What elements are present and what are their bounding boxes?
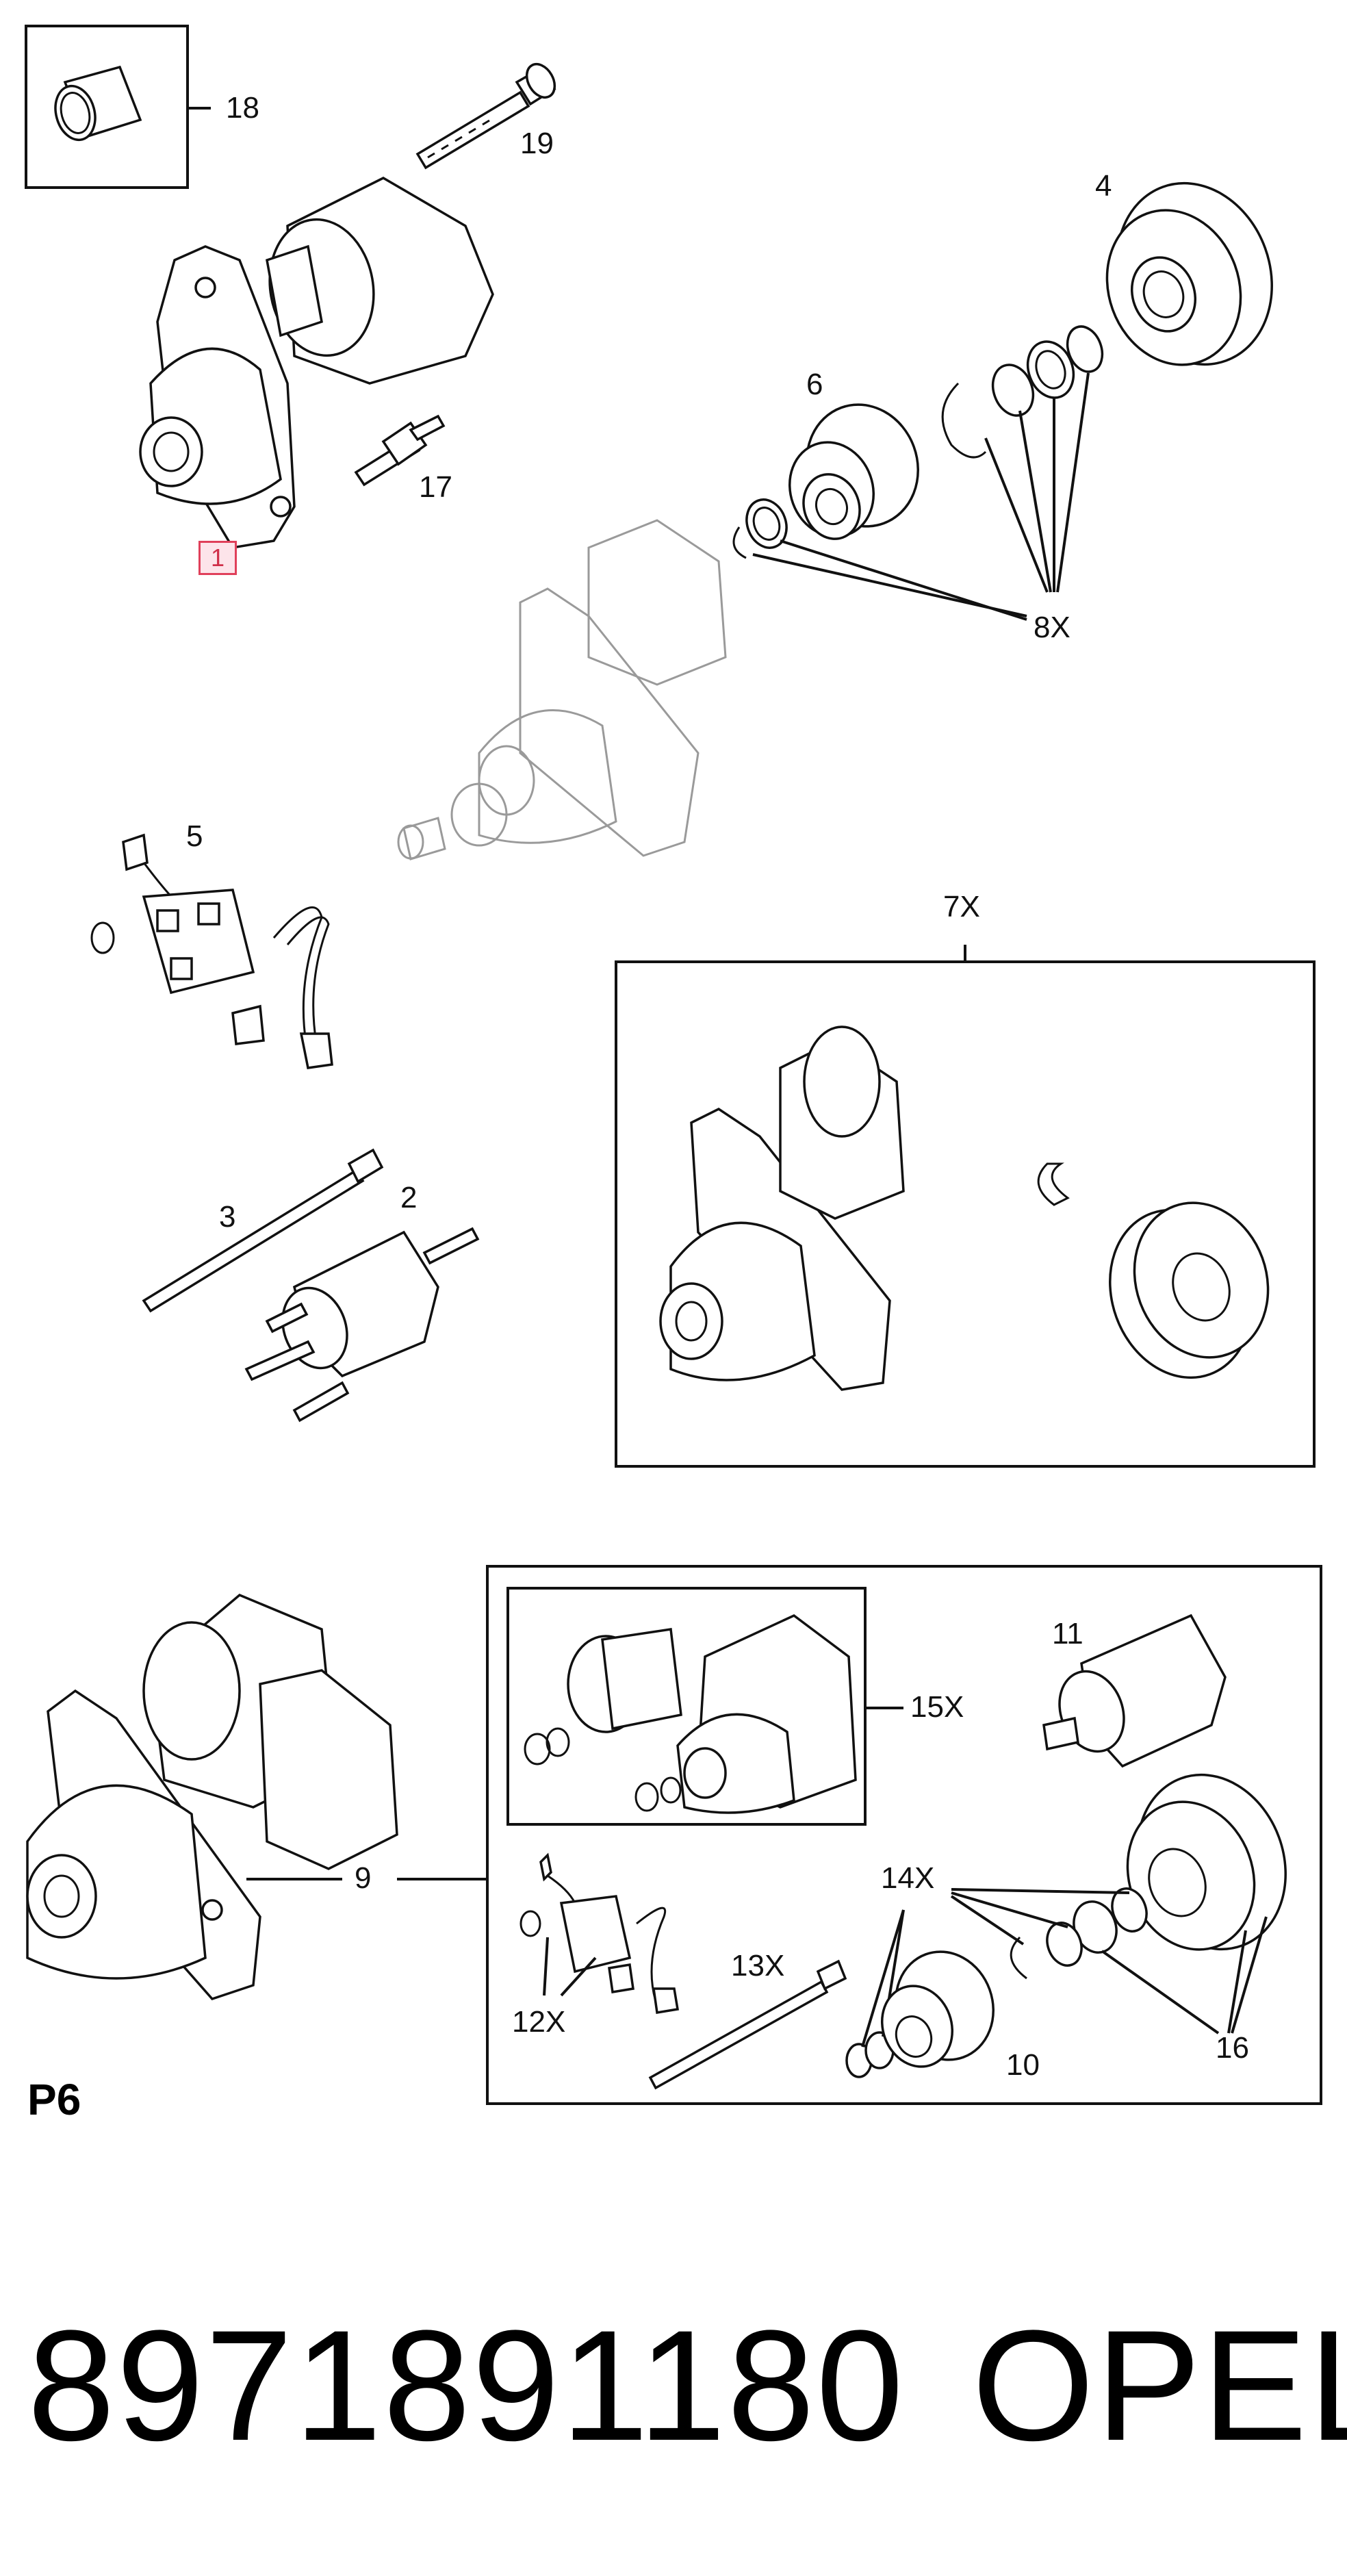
label-1-highlight[interactable]: 1 (198, 541, 237, 575)
label-2: 2 (400, 1181, 418, 1214)
part-13x-through-bolt[interactable] (648, 1959, 847, 2090)
label-16: 16 (1216, 2031, 1249, 2065)
label-10: 10 (1006, 2048, 1040, 2082)
label-12x: 12X (512, 2005, 566, 2039)
label-19: 19 (520, 127, 554, 160)
kit-9-box (486, 1565, 1322, 2105)
part-11-solenoid[interactable] (1042, 1614, 1227, 1768)
part-9-starter-assembly[interactable] (26, 1593, 398, 2001)
label-7x: 7X (943, 890, 980, 923)
part-number: 8971891180 (27, 2297, 906, 2473)
part-8x-rings[interactable] (732, 322, 1108, 621)
label-4: 4 (1095, 169, 1112, 203)
ghost-starter-assembly (397, 519, 727, 860)
label-17: 17 (419, 470, 452, 504)
label-6: 6 (806, 368, 823, 401)
part-6-pinion[interactable] (777, 389, 935, 548)
part-2-solenoid[interactable] (244, 1227, 480, 1423)
kit-15x-box[interactable] (506, 1587, 867, 1826)
label-13x: 13X (731, 1949, 785, 1982)
label-14x: 14X (881, 1861, 935, 1895)
part-4-drive-housing[interactable] (1086, 162, 1296, 387)
label-15x: 15X (910, 1690, 964, 1724)
section-code: P6 (27, 2075, 81, 2124)
label-18: 18 (226, 91, 259, 125)
part-3-through-bolt[interactable] (142, 1148, 384, 1313)
part-18-bushing[interactable] (25, 25, 189, 189)
part-1-starter-motor[interactable] (139, 177, 494, 549)
part-10-pinion[interactable] (871, 1938, 1008, 2077)
part-5-brush-holder[interactable] (90, 833, 333, 1069)
part-17-stud[interactable] (354, 414, 446, 487)
kit-7x-box[interactable] (615, 945, 1316, 1468)
label-5: 5 (186, 819, 203, 853)
label-3: 3 (219, 1200, 236, 1234)
brand-name: OPEL (972, 2297, 1347, 2473)
label-8x: 8X (1034, 611, 1070, 644)
part-19-bolt[interactable] (415, 59, 561, 170)
part-16-housing[interactable] (1107, 1754, 1309, 1970)
label-9: 9 (355, 1861, 372, 1895)
label-11: 11 (1052, 1617, 1083, 1650)
part-12x-brush-holder[interactable] (519, 1852, 680, 2015)
